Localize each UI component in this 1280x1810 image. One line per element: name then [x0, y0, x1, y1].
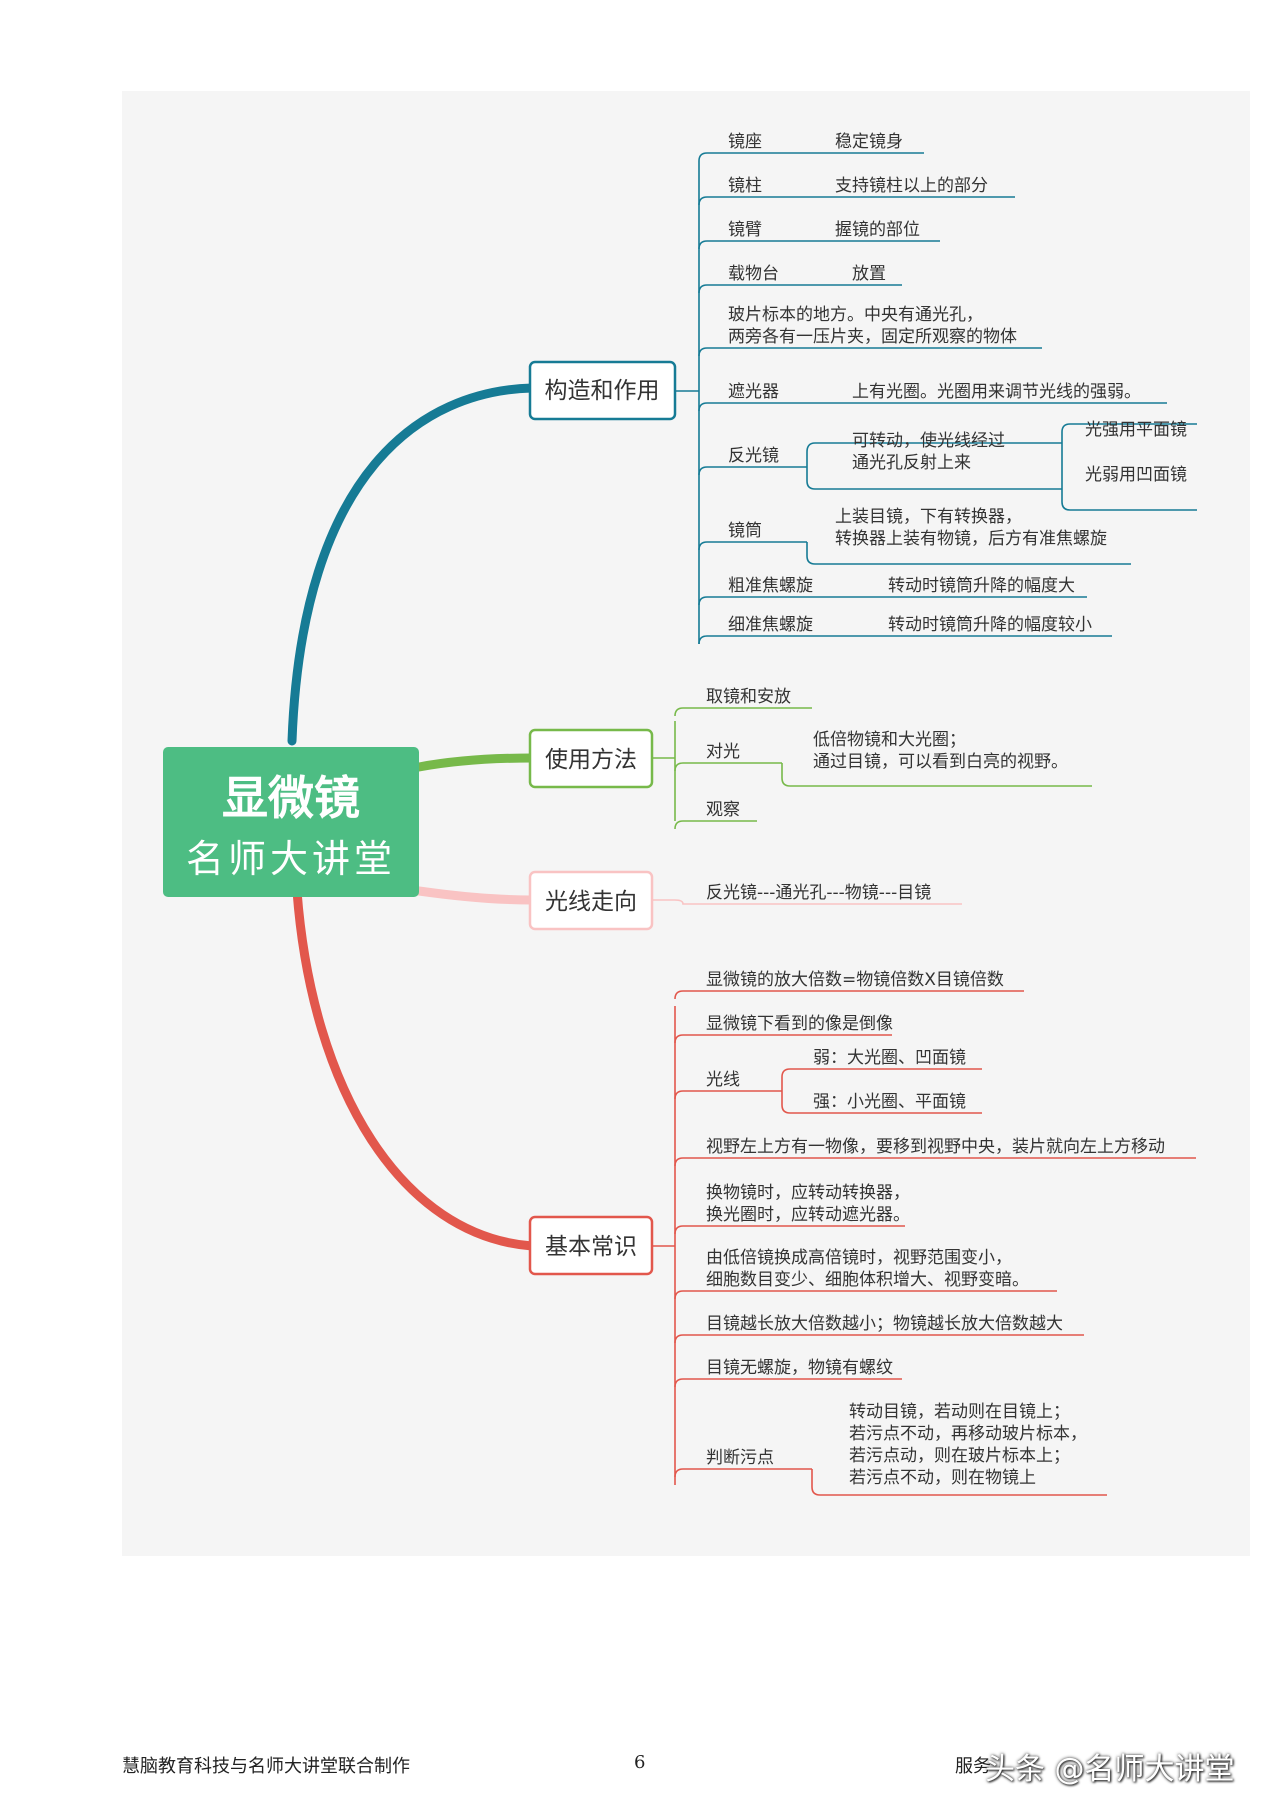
label-changduan: 目镜越长放大倍数越小；物镜越长放大倍数越大 — [706, 1314, 1063, 1334]
desc-guangxian-strong: 强：小光圈、平面镜 — [813, 1092, 966, 1112]
label-jingtong: 镜筒 — [728, 521, 762, 541]
label-zaiwutai: 载物台 — [728, 264, 779, 284]
label-lightpath: 反光镜---通光孔---物镜---目镜 — [706, 883, 931, 903]
central-subtitle: 名师大讲堂 — [186, 837, 396, 881]
label-jingzhu: 镜柱 — [728, 176, 762, 196]
label-xizhunjiao: 细准焦螺旋 — [728, 615, 813, 635]
branch-lightpath-lines — [652, 899, 962, 905]
desc-jingbi: 握镜的部位 — [835, 220, 920, 240]
mindmap-canvas: 显微镜 名师大讲堂 构造和作用 使用方法 光线走向 基本常识 — [122, 91, 1250, 1556]
label-fanguangjing: 反光镜 — [728, 446, 779, 466]
connector-lightpath — [414, 886, 537, 905]
branch-structure-lines — [675, 152, 1197, 645]
desc-wudian-4: 若污点不动，则在物镜上 — [849, 1468, 1036, 1488]
footer-page-number: 6 — [634, 1752, 646, 1773]
label-huanwujing-2: 换光圈时，应转动遮光器。 — [706, 1205, 910, 1225]
label-jingbi: 镜臂 — [728, 220, 762, 240]
desc-zheguangqi: 上有光圈。光圈用来调节光线的强弱。 — [852, 382, 1141, 402]
desc-fanguangjing-2: 通光孔反射上来 — [852, 453, 971, 473]
desc-jingzuo: 稳定镜身 — [835, 132, 903, 152]
desc-wudian-3: 若污点动，则在玻片标本上； — [849, 1446, 1070, 1466]
label-zheguangqi: 遮光器 — [728, 382, 779, 402]
desc-wudian-1: 转动目镜，若动则在目镜上； — [849, 1402, 1070, 1422]
label-yidong: 视野左上方有一物像，要移到视野中央，装片就向左上方移动 — [706, 1137, 1165, 1157]
topic-lightpath-label: 光线走向 — [545, 889, 637, 915]
label-jingzuo: 镜座 — [728, 132, 762, 152]
central-topic[interactable] — [163, 747, 419, 897]
footer-credit: 慧脑教育科技与名师大讲堂联合制作 — [122, 1756, 410, 1777]
label-gaobei-1: 由低倍镜换成高倍镜时，视野范围变小， — [706, 1248, 1012, 1268]
topic-basics-label: 基本常识 — [545, 1234, 637, 1260]
desc-jingtong-1: 上装目镜，下有转换器， — [835, 507, 1022, 527]
desc-jingtong-2: 转换器上装有物镜，后方有准焦螺旋 — [835, 529, 1107, 549]
label-luoxuan: 目镜无螺旋，物镜有螺纹 — [706, 1358, 893, 1378]
label-wudian: 判断污点 — [706, 1448, 774, 1468]
label-fangda: 显微镜的放大倍数=物镜倍数X目镜倍数 — [706, 970, 1004, 990]
desc-duiguang-1: 低倍物镜和大光圈； — [813, 730, 966, 750]
label-qujing: 取镜和安放 — [706, 687, 791, 707]
label-daoxiang: 显微镜下看到的像是倒像 — [706, 1014, 893, 1034]
label-duiguang: 对光 — [706, 742, 740, 762]
desc-guangxian-weak: 弱：大光圈、凹面镜 — [813, 1048, 966, 1068]
desc-fanguangjing-1: 可转动，使光线经过 — [852, 430, 1005, 451]
watermark: 头条 @名师大讲堂 — [985, 1752, 1235, 1787]
central-title: 显微镜 — [222, 771, 360, 825]
branch-basics-lines — [652, 990, 1196, 1496]
branch-structure-text: 镜座 稳定镜身 镜柱 支持镜柱以上的部分 镜臂 握镜的部位 载物台 放置 玻片标… — [728, 132, 1187, 635]
branch-usage-text: 取镜和安放 对光 低倍物镜和大光圈； 通过目镜，可以看到白亮的视野。 观察 — [706, 687, 1068, 820]
desc-zaiwutai: 放置 — [852, 264, 886, 284]
desc-duiguang-2: 通过目镜，可以看到白亮的视野。 — [813, 752, 1068, 772]
label-huanwujing-1: 换物镜时，应转动转换器， — [706, 1183, 910, 1203]
desc-zaiwutai-2: 两旁各有一压片夹，固定所观察的物体 — [728, 327, 1017, 347]
desc-xizhunjiao: 转动时镜筒升降的幅度较小 — [888, 615, 1092, 635]
desc-wudian-2: 若污点不动，再移动玻片标本， — [849, 1424, 1087, 1444]
desc-aomianjing: 光弱用凹面镜 — [1085, 465, 1187, 485]
label-cuzhunjiao: 粗准焦螺旋 — [728, 576, 813, 596]
label-guancha: 观察 — [706, 800, 740, 820]
topic-usage-label: 使用方法 — [545, 747, 637, 773]
desc-pingmianjing: 光强用平面镜 — [1085, 420, 1187, 440]
branch-basics-text: 显微镜的放大倍数=物镜倍数X目镜倍数 显微镜下看到的像是倒像 光线 弱：大光圈、… — [706, 970, 1165, 1488]
desc-jingzhu: 支持镜柱以上的部分 — [835, 176, 988, 196]
connector-basics — [292, 886, 537, 1251]
connector-structure — [287, 383, 537, 746]
mindmap-svg: 显微镜 名师大讲堂 构造和作用 使用方法 光线走向 基本常识 — [163, 132, 1197, 1496]
topic-structure-label: 构造和作用 — [545, 378, 660, 404]
desc-cuzhunjiao: 转动时镜筒升降的幅度大 — [888, 576, 1075, 596]
connector-usage — [414, 753, 537, 772]
footer-service: 服务 — [955, 1756, 991, 1777]
branch-usage-lines — [652, 707, 1092, 830]
desc-zaiwutai-1: 玻片标本的地方。中央有通光孔， — [728, 305, 983, 325]
label-guangxian: 光线 — [706, 1070, 740, 1090]
label-gaobei-2: 细胞数目变少、细胞体积增大、视野变暗。 — [706, 1270, 1029, 1290]
